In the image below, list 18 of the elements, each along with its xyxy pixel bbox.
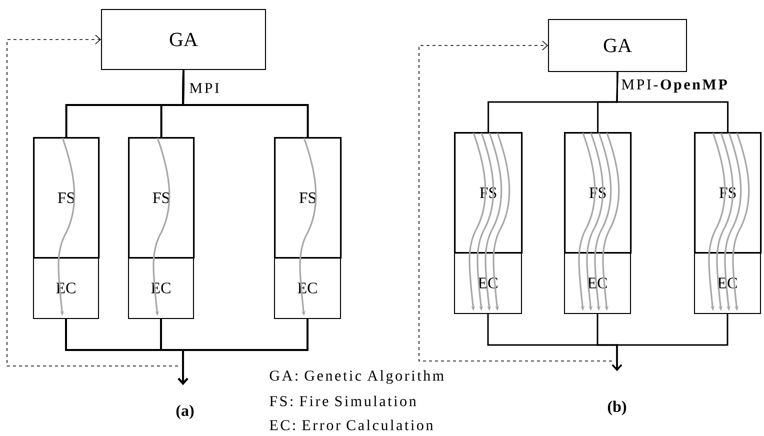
simulation-box: FS [33,137,100,259]
feedback-arrow [418,40,612,362]
legend-text: EC: Error Calculation [270,420,434,430]
connector-line [616,72,729,132]
merge-arrow [612,314,728,371]
protocol-label: MPI [190,83,219,93]
simulation-box: FS [274,137,342,259]
legend-text: FS: Fire Simulation [270,396,416,406]
protocol-label: MPI-OpenMP [622,79,727,93]
merge-arrow [178,319,308,385]
simulation-box: FS [128,137,195,259]
panel-label: (a) [176,404,194,420]
panel-label: (b) [608,400,626,416]
ga-box: GA [101,9,266,70]
feedback-arrow [6,34,178,366]
connector-line [182,70,309,137]
legend-text: GA: Genetic Algorithm [270,370,444,384]
ga-box: GA [548,19,687,72]
